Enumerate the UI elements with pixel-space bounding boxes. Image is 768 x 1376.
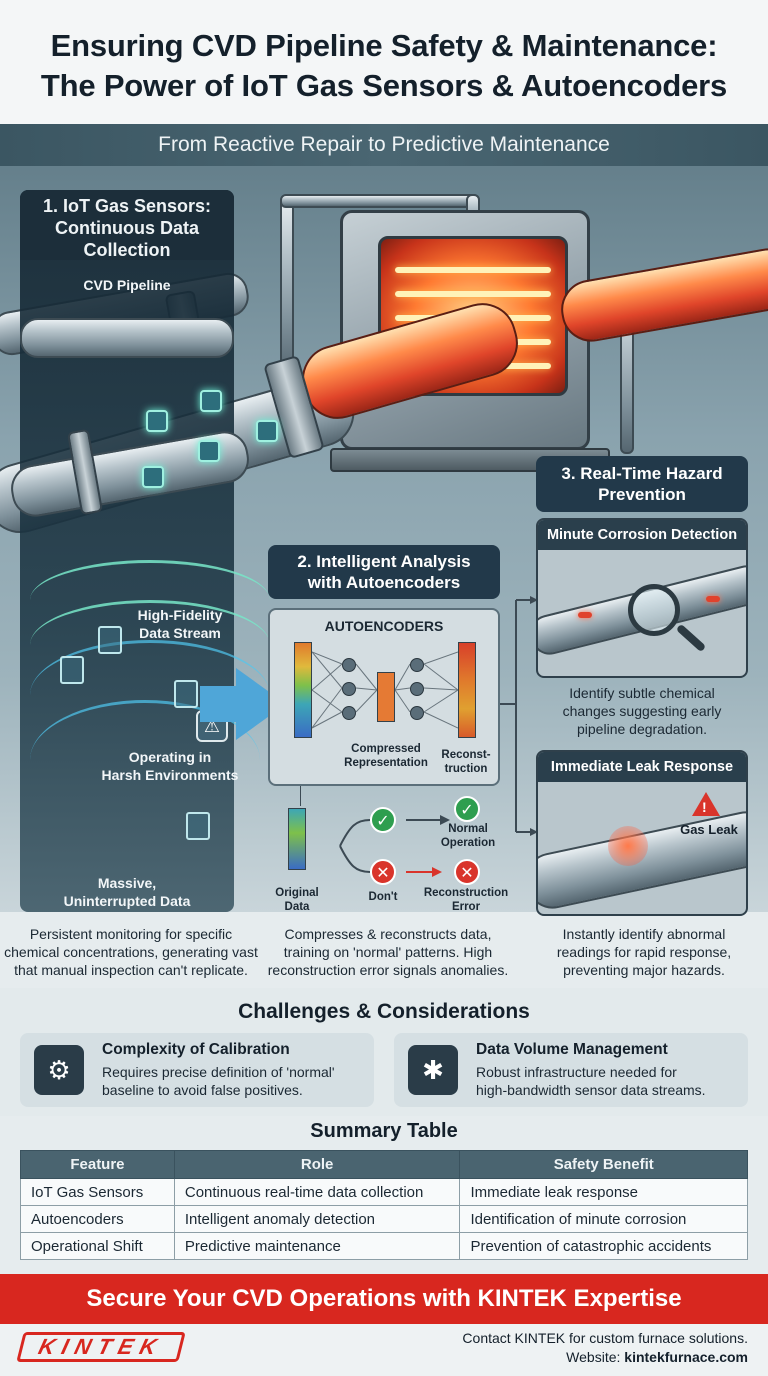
data-stream-line (30, 560, 270, 640)
cross-icon: ✕ (370, 859, 396, 885)
page-title-line1: Ensuring CVD Pipeline Safety & Maintenan… (50, 28, 718, 63)
input-layer-bar (294, 642, 312, 738)
table-cell: Immediate leak response (459, 1178, 748, 1206)
data-stream-line (30, 640, 270, 750)
column-header: Role (173, 1150, 461, 1179)
cross-icon: ✕ (454, 859, 480, 885)
panel3-title: 3. Real-Time Hazard Prevention (536, 456, 748, 512)
summary-table: Feature Role Safety Benefit IoT Gas Sens… (20, 1150, 748, 1260)
gas-sensor-icon (256, 420, 278, 442)
bracket-connector (500, 596, 538, 836)
summary-table-title: Summary Table (310, 1120, 458, 1142)
original-data-bar (288, 808, 306, 870)
magnifier-handle (675, 623, 707, 653)
bypass-pipe (280, 196, 294, 376)
challenge-description: Requires precise definition of 'normal' … (102, 1064, 335, 1098)
reconstruction-layer-bar (458, 642, 476, 738)
normal-operation-label: Normal Operation (440, 823, 496, 849)
hero-band: From Reactive Repair to Predictive Maint… (0, 124, 768, 166)
table-cell: Predictive maintenance (173, 1232, 461, 1260)
harsh-environments-label: Operating in Harsh Environments (101, 749, 239, 783)
leak-response-card: Immediate Leak Response ! Gas Leak (536, 750, 748, 916)
table-cell: Operational Shift (20, 1232, 175, 1260)
table-cell: Prevention of catastrophic accidents (459, 1232, 748, 1260)
challenge-card-calibration: ⚙ Complexity of Calibration Requires pre… (20, 1033, 374, 1107)
flow-connectors (300, 786, 450, 877)
gas-sensor-icon (200, 390, 222, 412)
compressed-representation-label: Compressed Representation (344, 743, 428, 769)
document-icon (60, 656, 84, 684)
panel2-title: 2. Intelligent Analysis with Autoencoder… (268, 545, 500, 599)
table-row: IoT Gas Sensors Continuous real-time dat… (20, 1178, 748, 1206)
corrosion-card-title: Minute Corrosion Detection (538, 520, 746, 550)
column-header: Feature (20, 1150, 175, 1179)
table-cell: Identification of minute corrosion (459, 1205, 748, 1233)
table-header-row: Feature Role Safety Benefit (20, 1150, 748, 1179)
contact-text: Contact KINTEK for custom furnace soluti… (462, 1330, 748, 1346)
check-icon: ✓ (454, 796, 480, 822)
header: Ensuring CVD Pipeline Safety & Maintenan… (0, 0, 768, 124)
gas-sensor-icon (198, 440, 220, 462)
corrosion-description: Identify subtle chemical changes suggest… (562, 685, 722, 737)
leak-card-title: Immediate Leak Response (538, 752, 746, 782)
document-icon (98, 626, 122, 654)
reconstruction-error-label: Reconstruction Error (423, 887, 509, 913)
table-row: Operational Shift Predictive maintenance… (20, 1232, 748, 1260)
table-cell: IoT Gas Sensors (20, 1178, 175, 1206)
compressed-layer-bar (377, 672, 395, 722)
high-fidelity-label: High-Fidelity Data Stream (137, 607, 223, 641)
corrosion-spot (706, 596, 720, 602)
table-cell: Continuous real-time data collection (173, 1178, 461, 1206)
table-cell: Intelligent anomaly detection (173, 1205, 461, 1233)
data-stream-line (30, 700, 260, 820)
corrosion-spot (578, 612, 592, 618)
kintek-logo[interactable]: KINTEK (16, 1332, 186, 1362)
data-stream-line (30, 600, 270, 690)
panel3-description: Instantly identify abnormal readings for… (556, 926, 732, 978)
website-link[interactable]: kintekfurnace.com (624, 1349, 748, 1365)
panel2-description: Compresses & reconstructs data, training… (267, 926, 509, 978)
autoencoder-heading: AUTOENCODERS (324, 618, 444, 634)
document-icon (186, 812, 210, 840)
challenges-title: Challenges & Considerations (238, 1000, 530, 1023)
page-title-line2: The Power of IoT Gas Sensors & Autoencod… (40, 68, 728, 103)
reconstruction-label: Reconst- truction (441, 749, 491, 775)
table-row: Autoencoders Intelligent anomaly detecti… (20, 1205, 748, 1233)
website-line: Website: kintekfurnace.com (566, 1349, 748, 1365)
massive-data-label: Massive, Uninterrupted Data (63, 875, 191, 909)
contact-info: Contact KINTEK for custom furnace soluti… (462, 1329, 748, 1367)
check-icon: ✓ (370, 807, 396, 833)
network-globe-icon: ✱ (408, 1045, 458, 1095)
challenge-title: Data Volume Management (476, 1041, 668, 1058)
challenge-title: Complexity of Calibration (102, 1041, 290, 1058)
gas-sensor-icon (146, 410, 168, 432)
column-header: Safety Benefit (459, 1150, 748, 1179)
original-data-label: Original Data (275, 887, 319, 913)
magnifier-icon (628, 584, 680, 636)
panel1-title: 1. IoT Gas Sensors: Continuous Data Coll… (20, 190, 234, 260)
flow-arrow-shaft (200, 686, 240, 722)
cvd-pipeline-label: CVD Pipeline (83, 277, 171, 293)
table-cell: Autoencoders (20, 1205, 175, 1233)
bypass-pipe (280, 194, 480, 208)
challenge-description: Robust infrastructure needed for high-ba… (476, 1064, 706, 1098)
glasses-icon (174, 680, 198, 708)
warning-icon (692, 792, 720, 816)
corrosion-detection-card: Minute Corrosion Detection (536, 518, 748, 678)
cta-banner[interactable]: Secure Your CVD Operations with KINTEK E… (0, 1274, 768, 1324)
gas-leak-badge: Gas Leak (680, 822, 738, 837)
panel1-description: Persistent monitoring for specific chemi… (4, 926, 258, 978)
leak-glow (608, 826, 648, 866)
footer (0, 1324, 768, 1376)
gear-icon: ⚙ (34, 1045, 84, 1095)
panel1-pipe (20, 318, 234, 358)
dont-label: Don't (368, 891, 398, 903)
network-connections (312, 651, 458, 729)
challenge-card-data-volume: ✱ Data Volume Management Robust infrastr… (394, 1033, 748, 1107)
gas-sensor-icon (142, 466, 164, 488)
